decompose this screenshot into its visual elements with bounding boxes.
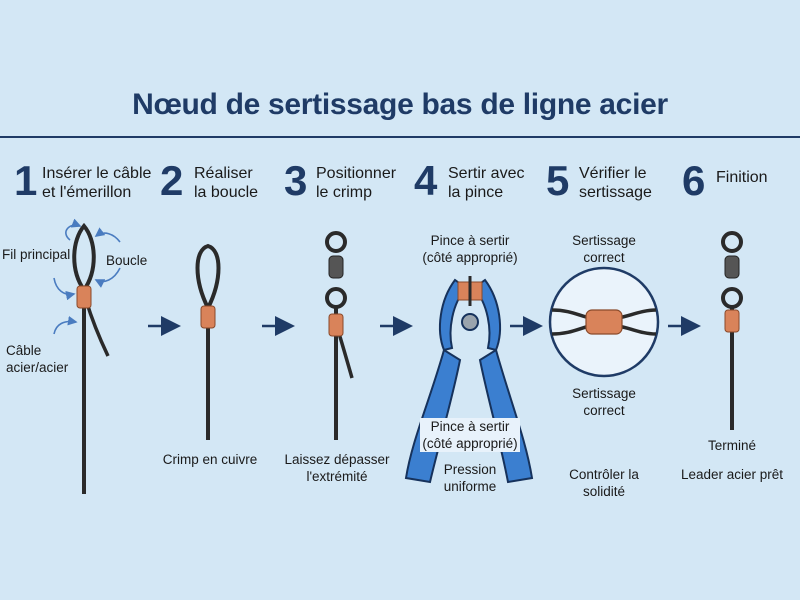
step-5-number: 5 bbox=[546, 157, 570, 204]
label-pince-bottom: Pince à sertir (côté approprié) bbox=[420, 418, 520, 452]
label-boucle: Boucle bbox=[106, 253, 148, 268]
step-1-illustration bbox=[53, 218, 121, 494]
label-pince-top: Pince à sertir (côté approprié) bbox=[422, 233, 518, 265]
title-divider bbox=[0, 136, 800, 138]
label-termine: Terminé bbox=[707, 438, 756, 453]
step-1-label: Insérer le câble et l'émerillon bbox=[42, 165, 152, 201]
step-2-label: Réaliser la boucle bbox=[194, 165, 259, 201]
step-6-number: 6 bbox=[682, 157, 706, 204]
step-4-label: Sertir avec la pince bbox=[448, 165, 525, 201]
label-cable: Câble acier/acier bbox=[6, 343, 69, 375]
page-title: Nœud de sertissage bas de ligne acier bbox=[132, 88, 668, 121]
label-sertissage-correct-top: Sertissage correct bbox=[572, 233, 636, 265]
step-6-illustration bbox=[721, 231, 743, 430]
step-5-illustration bbox=[548, 266, 660, 378]
step-2-illustration bbox=[195, 243, 221, 440]
label-pression-uniforme: Pression uniforme bbox=[443, 462, 497, 494]
step-5-label: Vérifier le sertissage bbox=[579, 165, 652, 201]
label-controler-solidite: Contrôler la solidité bbox=[569, 467, 639, 499]
step-3-number: 3 bbox=[284, 157, 308, 204]
label-fil-principal: Fil principal bbox=[2, 247, 71, 262]
step-2-number: 2 bbox=[160, 157, 184, 204]
label-leader-pret: Leader acier prêt bbox=[680, 467, 784, 482]
step-3-illustration bbox=[325, 231, 354, 440]
step-4-number: 4 bbox=[414, 157, 438, 204]
label-laissez-depasser: Laissez dépasser l'extrémité bbox=[284, 452, 390, 484]
step-6-label: Finition bbox=[716, 169, 768, 186]
step-1-number: 1 bbox=[14, 157, 38, 204]
label-crimp-cuivre: Crimp en cuivre bbox=[162, 452, 258, 467]
label-sertissage-correct-bottom: Sertissage correct bbox=[572, 386, 636, 418]
step-3-label: Positionner le crimp bbox=[316, 165, 397, 201]
